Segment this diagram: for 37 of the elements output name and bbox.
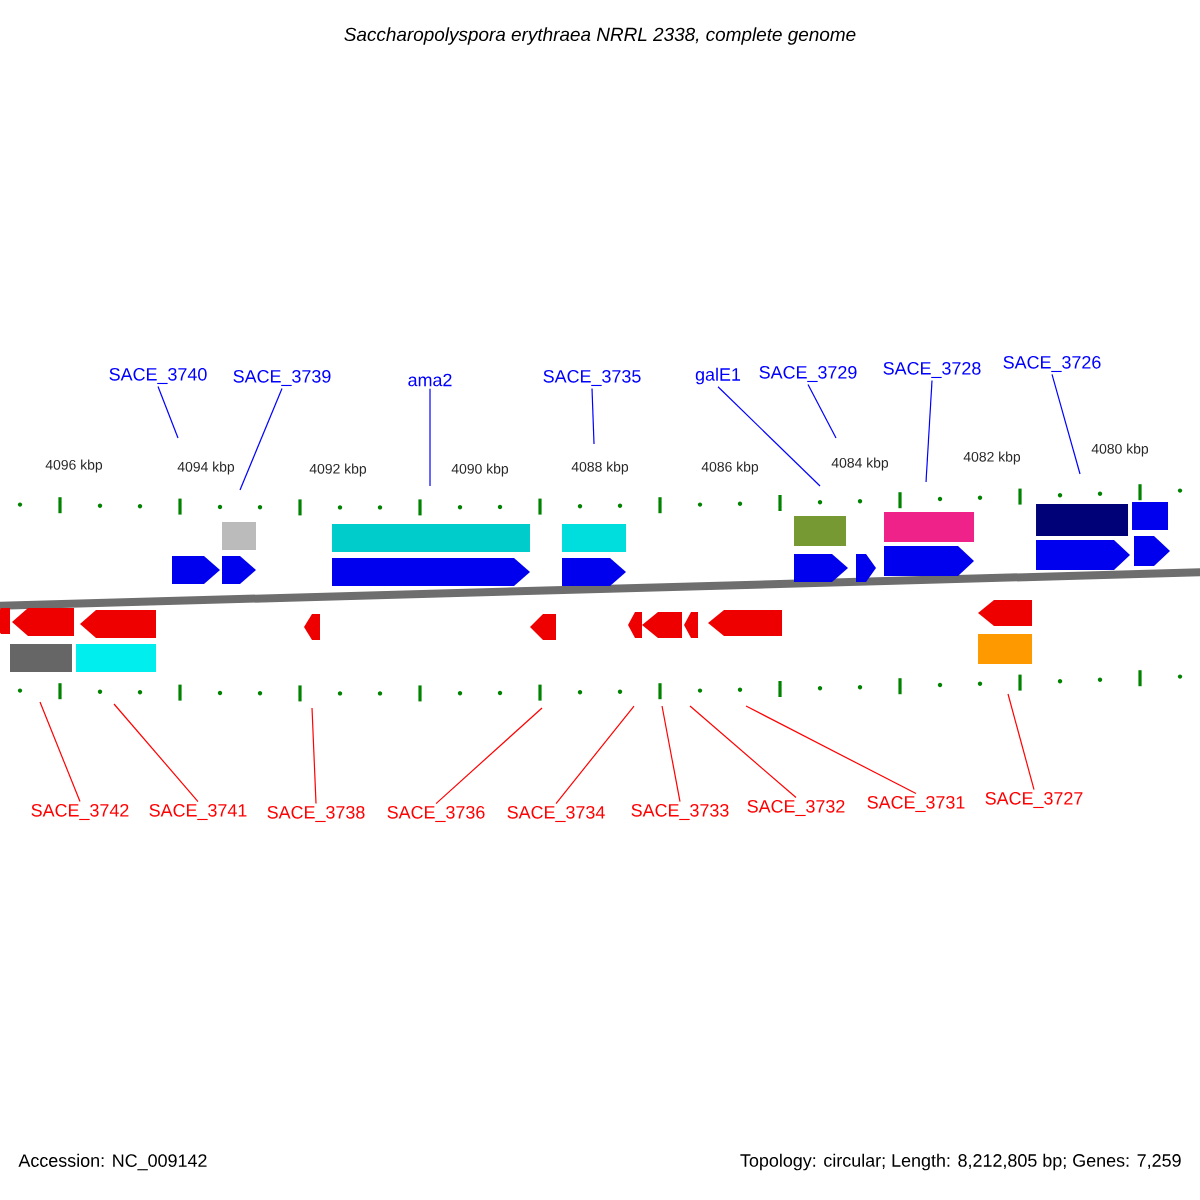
gene-label: SACE_3736 [387, 805, 485, 823]
leader-line [661, 705, 681, 803]
leader-line [1007, 693, 1035, 791]
leader-line [689, 705, 797, 799]
gene-label: SACE_3740 [109, 367, 207, 385]
gene-label: galE1 [695, 367, 741, 385]
gene-label: SACE_3732 [747, 799, 845, 817]
gene-label: SACE_3739 [233, 369, 331, 387]
gene-label: SACE_3731 [867, 795, 965, 813]
leader-line [311, 707, 317, 805]
leader-line [807, 383, 837, 439]
gene-label: SACE_3726 [1003, 355, 1101, 373]
title: Saccharopolyspora erythraea NRRL 2338, complete genome [344, 27, 856, 45]
gene-label: SACE_3733 [631, 803, 729, 821]
gene-label: SACE_3741 [149, 803, 247, 821]
leader-line [745, 705, 917, 795]
gene-label: SACE_3742 [31, 803, 129, 821]
leader-line [435, 707, 543, 805]
gene-label: SACE_3728 [883, 361, 981, 379]
leader-line [429, 388, 431, 487]
footer-text: Topology: circular; Length: 8,212,805 bp; Genes: 7,259 [740, 1153, 1181, 1171]
leader-line [717, 386, 821, 487]
leader-line [113, 703, 199, 803]
gene-label: SACE_3738 [267, 805, 365, 823]
footer-text: Accession: NC_009142 [18, 1153, 207, 1171]
leader-line [555, 705, 635, 805]
leader-line [39, 701, 81, 803]
gene-label: SACE_3734 [507, 805, 605, 823]
gene-label: SACE_3729 [759, 365, 857, 383]
gene-label: SACE_3727 [985, 791, 1083, 809]
gene-label: ama2 [408, 373, 452, 387]
leader-line [157, 385, 179, 439]
gene-label: SACE_3735 [543, 369, 641, 387]
leader-line [239, 387, 283, 491]
leader-line [925, 379, 933, 483]
leader-line [591, 387, 595, 445]
leader-line [1051, 373, 1081, 475]
